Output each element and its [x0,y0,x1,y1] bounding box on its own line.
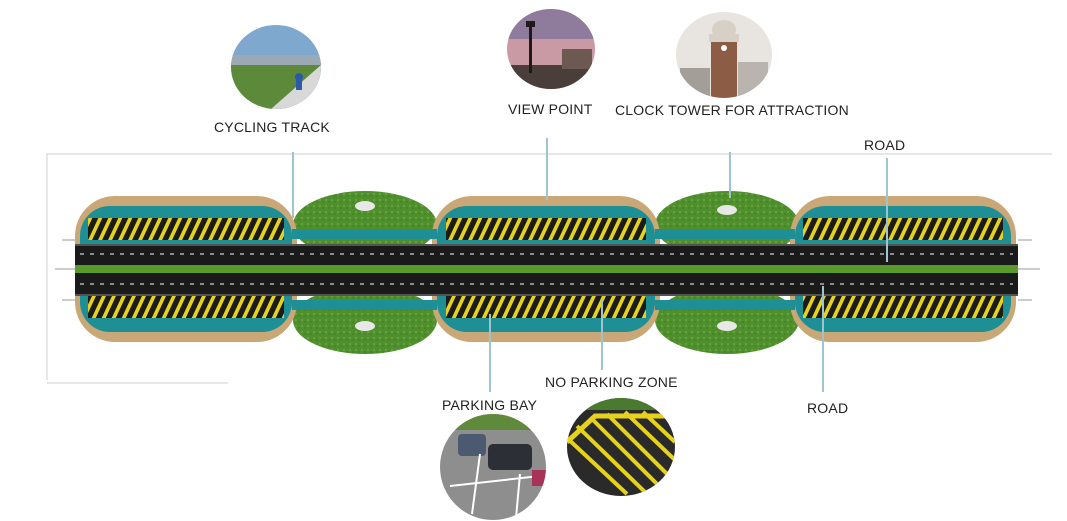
no-parking-zone-label: NO PARKING ZONE [545,374,678,390]
yellow-hatch-photo-icon [567,398,675,496]
cycling-track-label: CYCLING TRACK [214,119,330,135]
cycling-track-connectors [292,229,795,310]
road-label-bottom: ROAD [807,400,849,416]
clock-tower-label: CLOCK TOWER FOR ATTRACTION [615,102,849,118]
parked-cars-photo-icon [440,414,546,520]
parking-bays [88,218,1003,318]
view-point-label: VIEW POINT [508,101,593,117]
road-end-stubs [55,239,1040,301]
cycling-photo-icon [231,25,321,109]
leader-lines [292,138,888,392]
clock-tower-photo-icon [676,12,772,98]
main-road [75,244,1018,296]
road-label-top: ROAD [864,137,906,153]
parking-bay-label: PARKING BAY [442,397,538,413]
lamp-post-photo-icon [507,9,595,89]
frame-lines [46,153,1052,384]
